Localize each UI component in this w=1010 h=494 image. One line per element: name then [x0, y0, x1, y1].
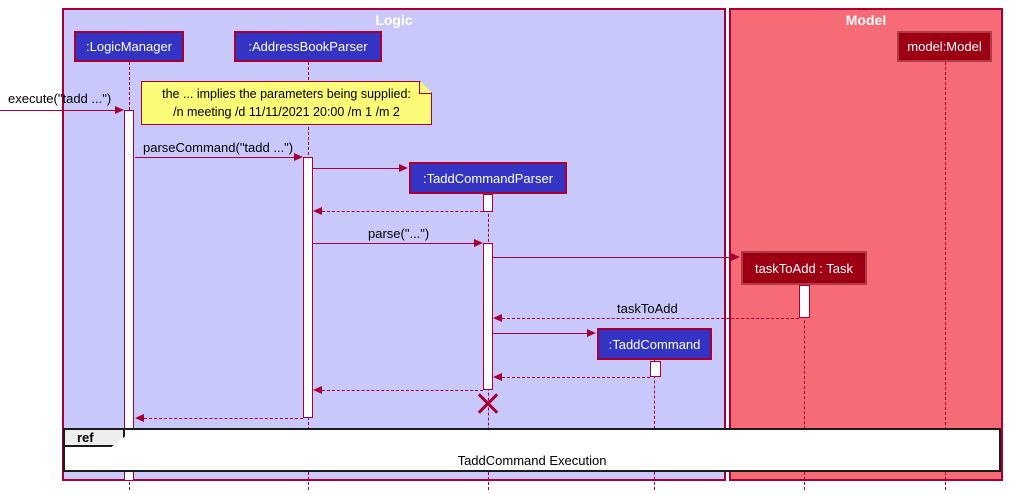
participant-task-to-add: taskToAdd : Task — [741, 251, 867, 285]
message-task-return-line — [502, 318, 799, 319]
activation-tadd-command-parser-2 — [483, 243, 493, 390]
message-create-parser-line — [313, 168, 399, 169]
message-create-command-line — [493, 333, 587, 334]
model-frame-title: Model — [845, 12, 887, 28]
note-parameters: the ... implies the parameters being sup… — [141, 81, 432, 125]
note-line2: /n meeting /d 11/11/2021 20:00 /m 1 /m 2 — [173, 105, 400, 119]
model-frame: Model — [729, 8, 1003, 481]
message-task-to-add-label: taskToAdd — [617, 301, 678, 316]
activation-tadd-command-parser-1 — [483, 194, 493, 212]
arrowhead-icon — [493, 373, 502, 381]
arrowhead-icon — [294, 153, 303, 161]
ref-keyword: ref — [63, 428, 125, 447]
message-create-task-line — [493, 257, 731, 258]
ref-fragment: ref TaddCommand Execution — [63, 428, 1001, 472]
arrowhead-icon — [115, 106, 124, 114]
destroy-x-icon — [476, 391, 500, 415]
arrowhead-icon — [493, 314, 502, 322]
lifeline-tadd-command — [654, 360, 655, 490]
lifeline-task-to-add — [804, 285, 805, 490]
participant-model: model:Model — [897, 31, 992, 62]
note-line1: the ... implies the parameters being sup… — [162, 87, 411, 101]
logic-frame-title: Logic — [375, 12, 413, 28]
ref-label: TaddCommand Execution — [457, 453, 607, 468]
participant-tadd-command-parser: :TaddCommandParser — [409, 162, 567, 194]
message-parse-command-line — [135, 157, 294, 158]
message-execute-line — [0, 110, 115, 111]
participant-logic-manager: :LogicManager — [74, 31, 184, 62]
message-parse-command-label: parseCommand("tadd ...") — [143, 140, 294, 155]
arrowhead-icon — [313, 386, 322, 394]
message-return2-line — [502, 377, 650, 378]
note-fold-corner-icon — [419, 82, 431, 94]
activation-task-to-add — [799, 285, 810, 318]
message-parse-label: parse("...") — [368, 226, 430, 241]
message-return3-line — [322, 390, 483, 391]
arrowhead-icon — [587, 329, 596, 337]
message-parse-line — [313, 243, 474, 244]
activation-logic-manager — [124, 110, 134, 481]
arrowhead-icon — [731, 253, 740, 261]
arrowhead-icon — [135, 414, 144, 422]
participant-address-book-parser: :AddressBookParser — [234, 31, 382, 62]
arrowhead-icon — [474, 239, 483, 247]
arrowhead-icon — [399, 164, 408, 172]
lifeline-model — [945, 62, 946, 490]
message-return4-line — [144, 418, 303, 419]
participant-tadd-command: :TaddCommand — [597, 328, 712, 360]
activation-address-book-parser — [303, 157, 313, 418]
message-execute-label: execute("tadd ...") — [8, 91, 112, 106]
arrowhead-icon — [313, 207, 322, 215]
activation-tadd-command — [650, 361, 661, 377]
message-return1-line — [322, 211, 483, 212]
logic-frame: Logic — [62, 8, 726, 481]
